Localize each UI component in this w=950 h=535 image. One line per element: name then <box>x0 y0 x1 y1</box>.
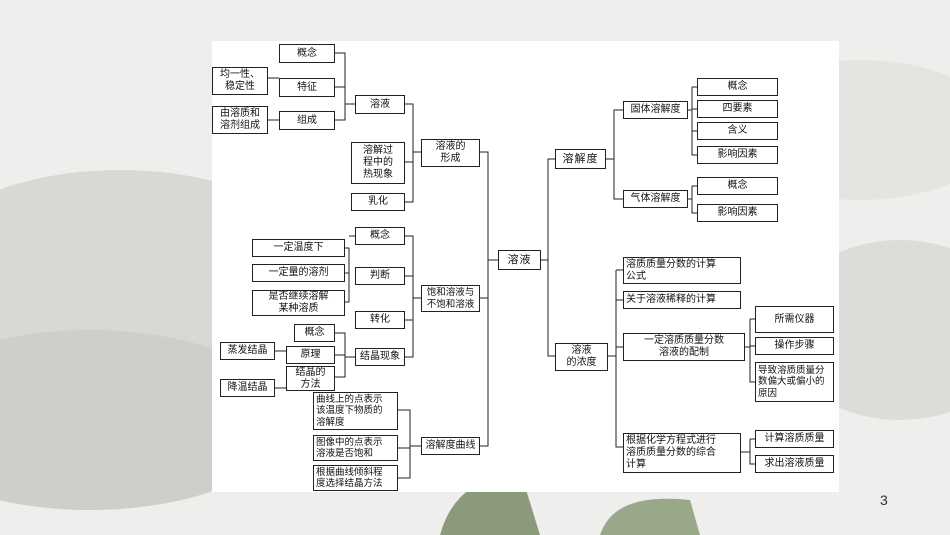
evaporate-box: 蒸发结晶 <box>220 342 275 360</box>
calc-solution-mass-box: 求出溶液质量 <box>755 455 834 473</box>
solid-item-factors: 影响因素 <box>697 146 778 164</box>
solid-item-meaning: 含义 <box>697 122 778 140</box>
sat-note-dissolve: 是否继续溶解 某种溶质 <box>252 290 345 316</box>
composition-note-box: 由溶质和 溶剂组成 <box>212 106 268 134</box>
mass-fraction-formula-box: 溶质质量分数的计算 公式 <box>623 257 741 284</box>
dilution-box: 关于溶液稀释的计算 <box>623 291 741 309</box>
prep-item-instruments: 所需仪器 <box>755 306 834 333</box>
solution-box: 溶液 <box>355 95 405 114</box>
root-solution-box: 溶液 <box>498 250 541 270</box>
equation-calc-box: 根据化学方程式进行 溶质质量分数的综合 计算 <box>623 433 741 473</box>
calc-solute-mass-box: 计算溶质质量 <box>755 430 834 448</box>
curve-point-in-image: 图像中的点表示 溶液是否饱和 <box>313 435 398 461</box>
solid-item-concept: 概念 <box>697 78 778 96</box>
preparation-box: 一定溶质质量分数 溶液的配制 <box>623 333 745 361</box>
prep-item-error-causes: 导致溶质质量分 数偏大或偏小的 原因 <box>755 362 834 402</box>
emulsify-box: 乳化 <box>351 193 405 211</box>
cryst-principle-box: 原理 <box>286 346 335 364</box>
crystallization-box: 结晶现象 <box>355 348 405 366</box>
solid-item-four-elements: 四要素 <box>697 100 778 118</box>
solubility-curve-box: 溶解度曲线 <box>421 437 480 455</box>
sat-note-solvent: 一定量的溶剂 <box>252 264 345 282</box>
gas-item-concept: 概念 <box>697 177 778 195</box>
cryst-methods-box: 结晶的 方法 <box>286 366 335 391</box>
gas-item-factors: 影响因素 <box>697 204 778 222</box>
composition-box: 组成 <box>279 111 335 130</box>
saturation-box: 饱和溶液与 不饱和溶液 <box>421 285 480 312</box>
cooling-box: 降温结晶 <box>220 379 275 397</box>
convert-box: 转化 <box>355 311 405 329</box>
dissolution-heat-box: 溶解过 程中的 热现象 <box>351 142 405 184</box>
prep-item-steps: 操作步骤 <box>755 337 834 355</box>
solid-solubility-box: 固体溶解度 <box>623 101 688 119</box>
page-number: 3 <box>880 492 888 508</box>
feature-note-box: 均一性、 稳定性 <box>212 67 268 95</box>
concept-box: 概念 <box>279 44 335 63</box>
concentration-box: 溶液 的浓度 <box>555 343 608 371</box>
feature-box: 特征 <box>279 78 335 97</box>
cryst-concept-box: 概念 <box>294 324 335 342</box>
gas-solubility-box: 气体溶解度 <box>623 190 688 208</box>
curve-point-on-line: 曲线上的点表示 该温度下物质的 溶解度 <box>313 392 398 430</box>
sat-note-temperature: 一定温度下 <box>252 239 345 257</box>
solubility-box: 溶解度 <box>555 149 606 169</box>
curve-slope: 根据曲线倾斜程 度选择结晶方法 <box>313 465 398 491</box>
solution-formation-box: 溶液的 形成 <box>421 139 480 167</box>
sat-concept-box: 概念 <box>355 227 405 245</box>
judge-box: 判断 <box>355 267 405 285</box>
